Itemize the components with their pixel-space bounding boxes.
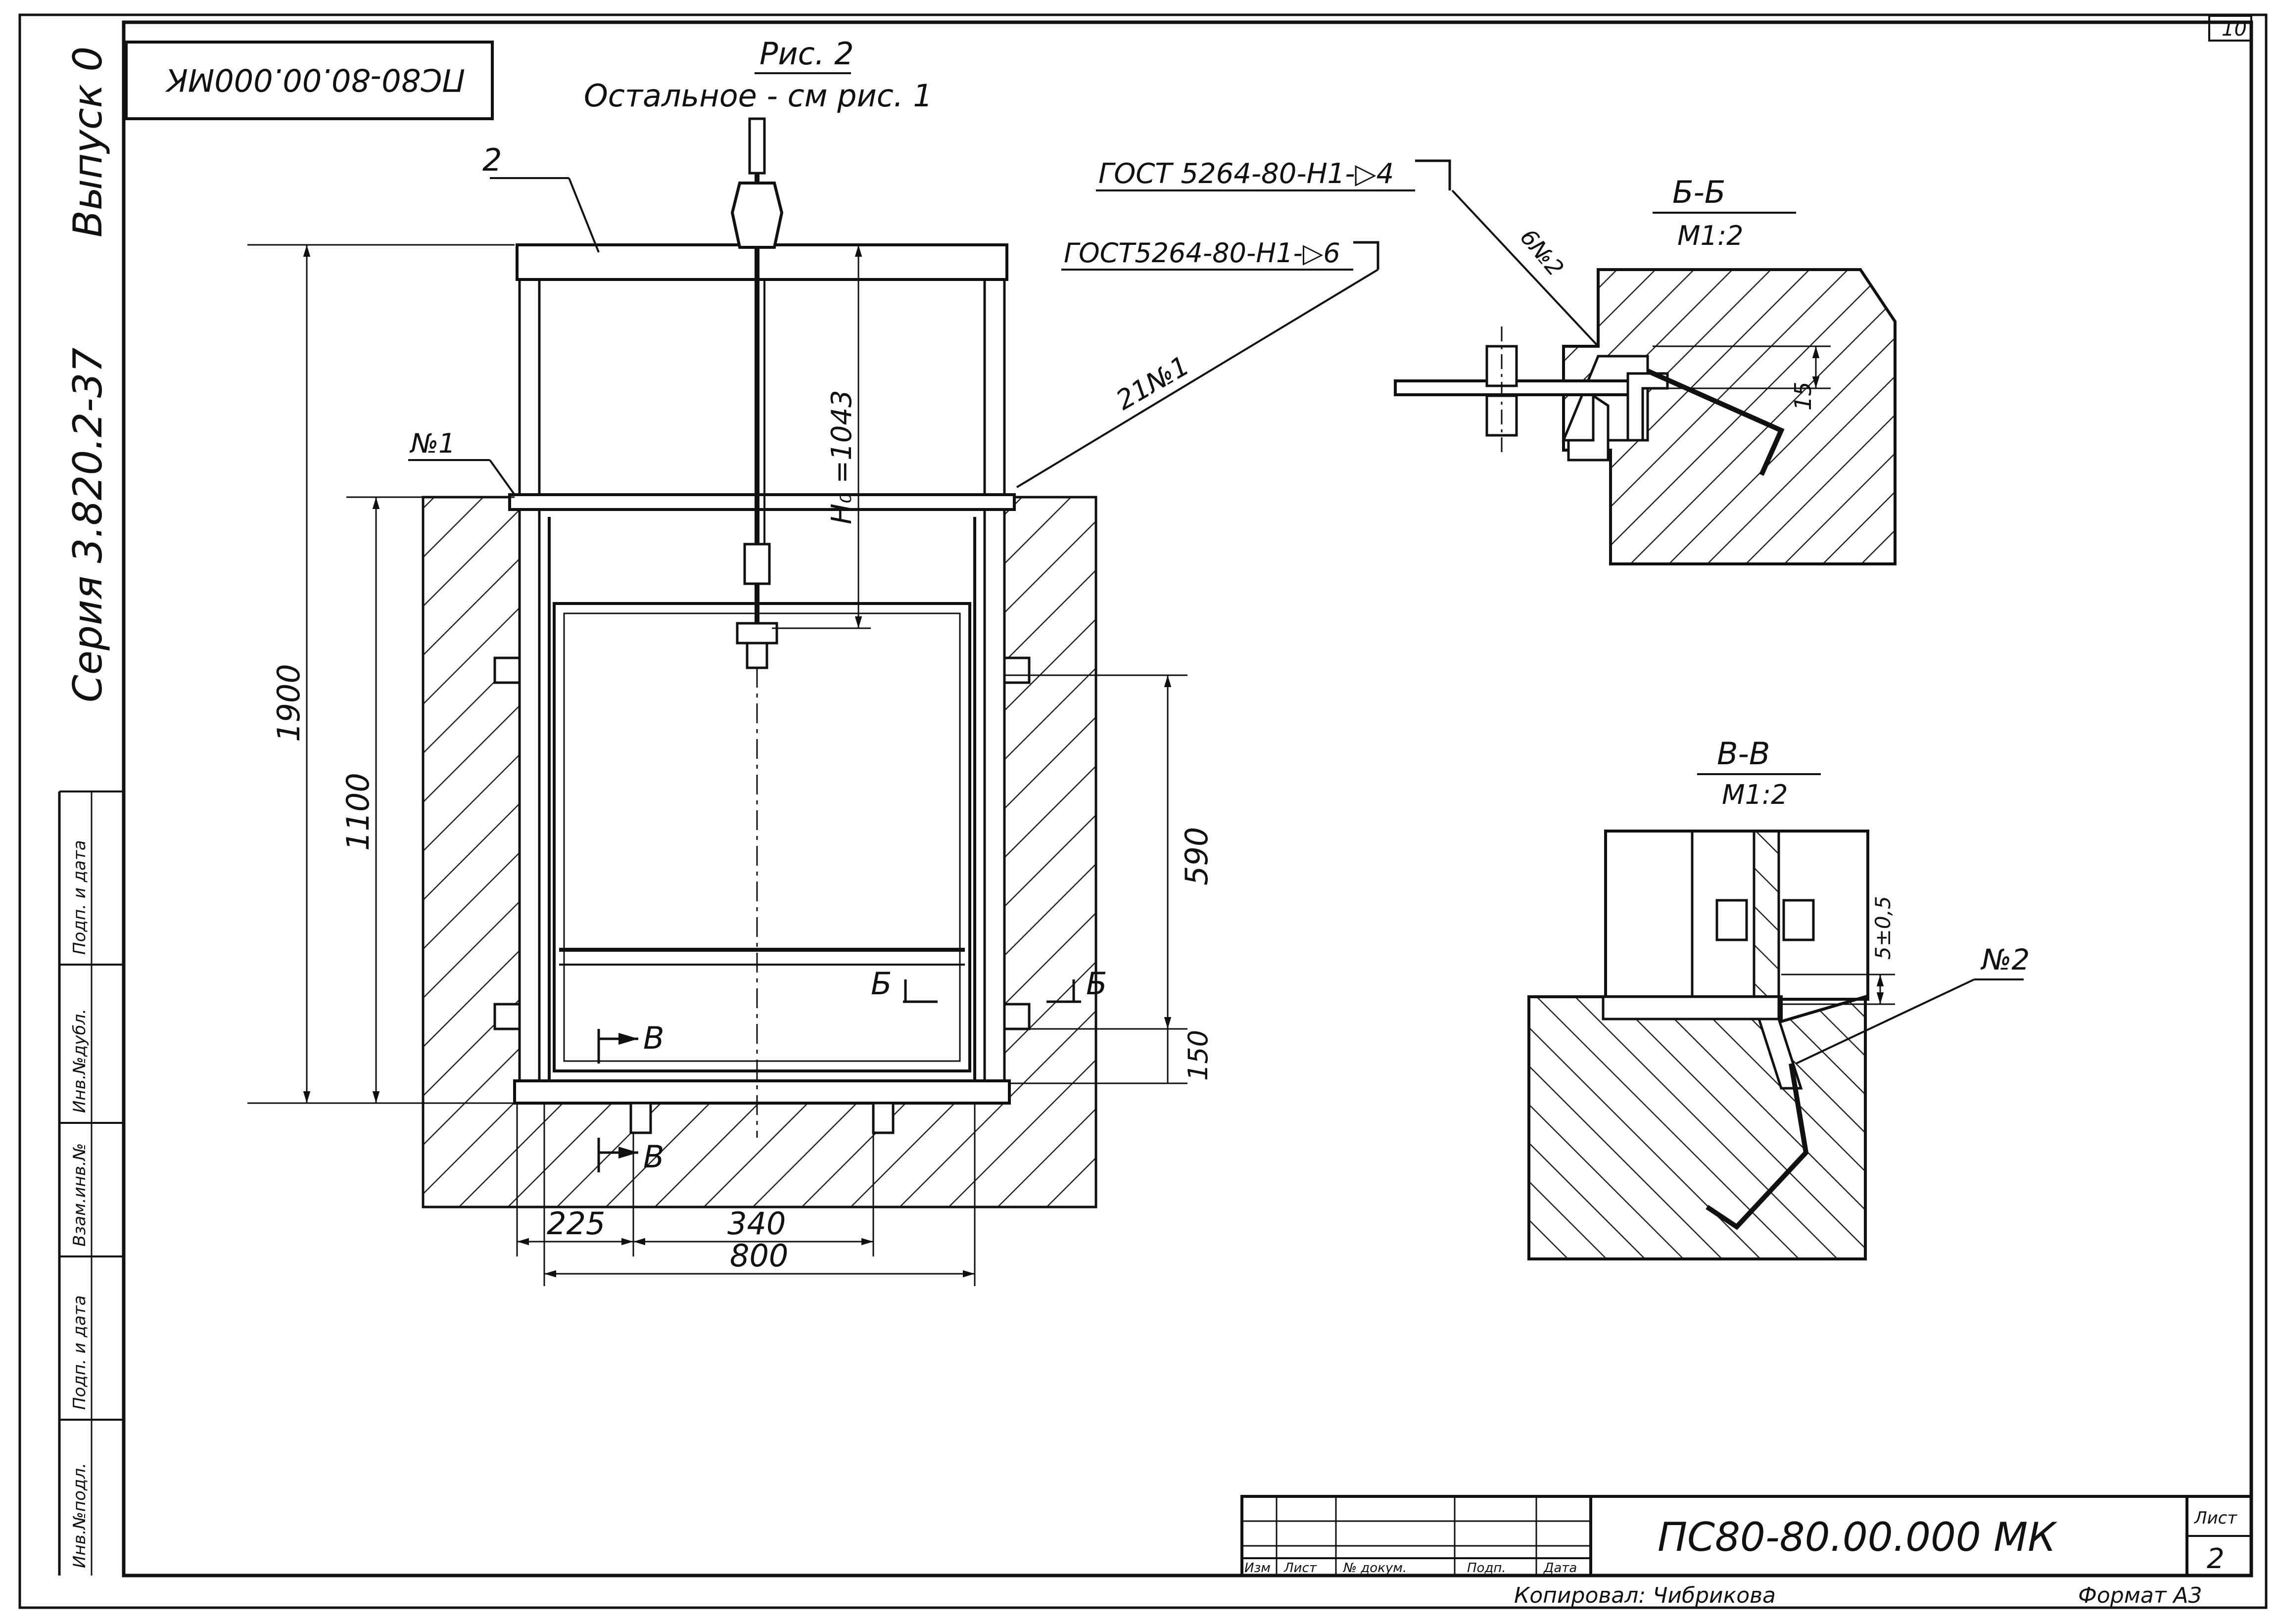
weld-mid-label: ГОСТ5264-80-Н1-▷6: [1064, 237, 1340, 269]
tb-designation: ПС80-80.00.000 МК: [1658, 1514, 2057, 1560]
top-left-stamp: ПС80-80.00.000МК: [125, 41, 494, 120]
dim-5: 5±0,5: [1871, 896, 1895, 960]
tb-col-list: Лист: [1283, 1561, 1317, 1576]
bottom-frame: [513, 1079, 1011, 1105]
dim-590: 590: [1179, 827, 1215, 885]
tb-col-izm: Изм: [1244, 1561, 1271, 1576]
tb-sheet-label: Лист: [2193, 1508, 2237, 1528]
frame-beam: [508, 493, 1016, 511]
dim-1900: 1900: [271, 664, 307, 742]
vv-scale: М1:2: [1722, 779, 1788, 810]
tb-col-doc: № докум.: [1342, 1561, 1407, 1576]
part2-label: 2: [482, 142, 502, 178]
title-block: [1240, 1495, 2253, 1577]
label-n1: №1: [409, 428, 456, 459]
mark-b-left: Б: [1086, 966, 1107, 1002]
figure-subtitle: Остальное - см рис. 1: [584, 78, 933, 114]
series-label: Серия 3.820.2-37: [65, 347, 111, 702]
dim-15: 15: [1790, 381, 1816, 411]
sheet-frame: [18, 13, 2268, 1609]
bb-scale: М1:2: [1677, 220, 1744, 251]
label-n2: №2: [1980, 943, 2030, 976]
tb-col-sign: Подп.: [1467, 1561, 1506, 1576]
bb-title: Б-Б: [1672, 174, 1725, 210]
figure-title: Рис. 2: [759, 36, 854, 72]
stamp-designation: ПС80-80.00.000МК: [165, 62, 465, 98]
gate-leaf: [553, 602, 971, 1072]
weld-top-label: ГОСТ 5264-80-Н1-▷4: [1098, 158, 1394, 190]
section-bb: Б-Б М1:2 15: [1394, 174, 1897, 565]
side-col-1: Инв.№подл.: [70, 1463, 90, 1568]
section-markers: [597, 979, 1081, 1172]
side-col-2: Подп. и дата: [70, 1295, 90, 1410]
dim-225: 225: [547, 1206, 605, 1242]
side-col-4: Инв.№дубл.: [70, 1009, 90, 1113]
side-col-5: Подп. и дата: [70, 840, 90, 955]
mark-v-bottom: В: [643, 1139, 664, 1175]
weld-callouts: ГОСТ 5264-80-Н1-▷4 6№2 ГОСТ5264-80-Н1-▷6…: [408, 158, 1599, 496]
tb-col-date: Дата: [1543, 1561, 1577, 1576]
label-6n2: 6№2: [1515, 224, 1569, 281]
section-vv: В-В М1:2 5±0,5 №2: [1527, 736, 2030, 1260]
dim-h0: H₀ =1043: [826, 390, 858, 524]
top-plate: [516, 243, 1008, 281]
side-strip: Выпуск 0 Серия 3.820.2-37 Инв.№подл. Под…: [58, 46, 124, 1576]
side-col-3: Взам.инв.№: [70, 1143, 90, 1247]
mark-v-top: В: [643, 1020, 664, 1056]
mark-b-right: Б: [871, 966, 892, 1002]
sheet-number: 10: [2222, 18, 2247, 41]
dim-340: 340: [727, 1206, 786, 1242]
dim-1100: 1100: [340, 773, 376, 851]
main-dimensions: [247, 244, 1187, 1286]
figure-caption: Рис. 2 Остальное - см рис. 1: [584, 36, 933, 114]
tb-copied: Копировал: Чибрикова: [1514, 1583, 1776, 1608]
tb-sheet: 2: [2207, 1543, 2225, 1575]
issue-label: Выпуск 0: [65, 46, 111, 237]
main-view: [422, 117, 1097, 1208]
tb-format: Формат А3: [2078, 1583, 2202, 1608]
dim-150: 150: [1183, 1030, 1214, 1081]
dim-800: 800: [730, 1238, 788, 1274]
vv-title: В-В: [1717, 736, 1770, 772]
